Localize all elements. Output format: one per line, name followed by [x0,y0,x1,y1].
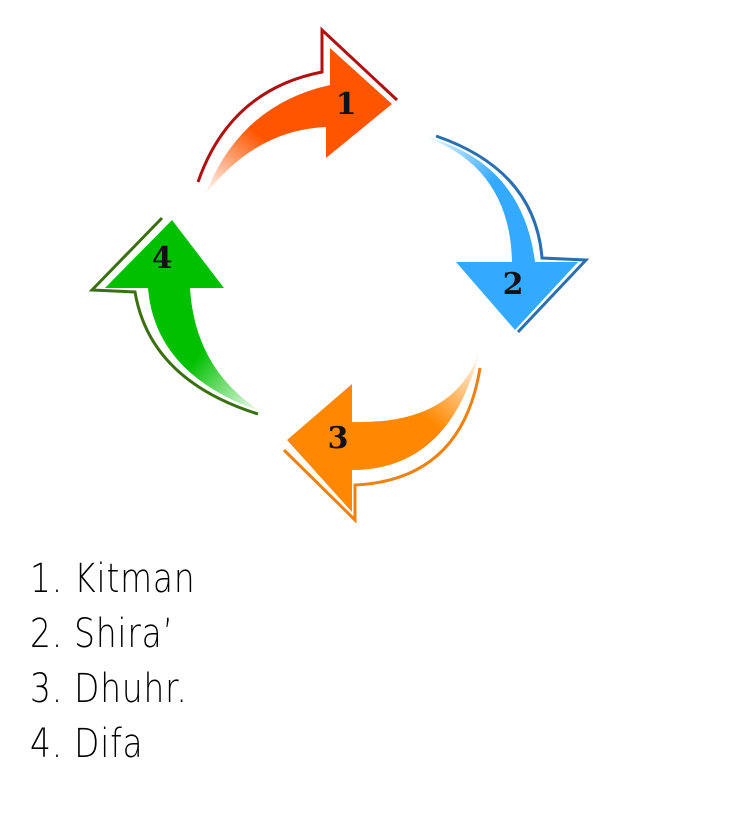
step-number-1: 1 [336,87,357,122]
cycle-arrows: 1 2 3 4 [88,26,590,524]
step-number-3: 3 [328,421,349,456]
legend-list: 1. Kitman 2. Shira’ 3. Dhuhr. 4. Difa [30,552,195,772]
legend-item-4: 4. Difa [30,721,144,767]
step-number-2: 2 [503,267,524,302]
arrow-3: 3 [282,350,482,524]
step-number-4: 4 [152,241,173,276]
arrow-4: 4 [88,216,262,416]
legend-item-2: 2. Shira’ [30,611,174,657]
arrow-2: 2 [420,134,590,334]
legend-item-3: 3. Dhuhr. [30,666,188,712]
arrow-1: 1 [196,26,399,195]
legend-item-1: 1. Kitman [30,556,196,602]
